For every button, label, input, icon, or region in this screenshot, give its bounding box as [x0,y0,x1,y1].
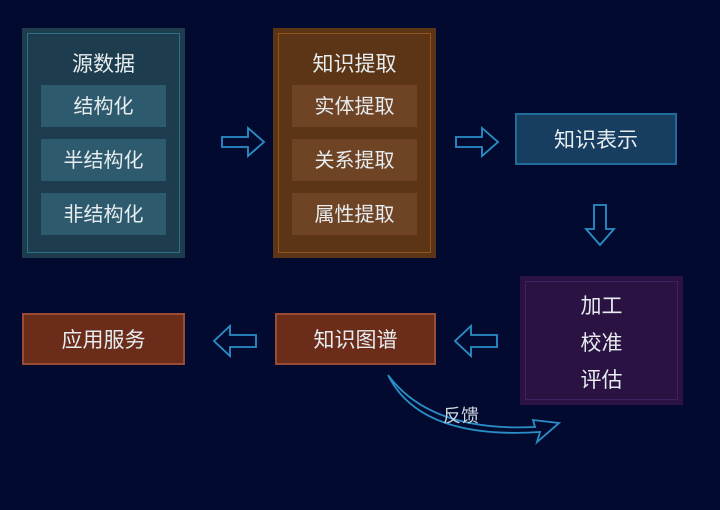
knowledge-extraction-group: 知识提取 实体提取 关系提取 属性提取 [273,28,436,258]
knowledge-graph-box: 知识图谱 [275,313,436,365]
extraction-item-relation: 关系提取 [292,139,417,181]
feedback-label: 反馈 [443,406,479,427]
application-label: 应用服务 [61,328,146,352]
arrow-right-icon [221,126,266,158]
arrow-right-icon [455,126,500,158]
arrow-left-icon [453,323,498,359]
extraction-item-entity: 实体提取 [292,85,417,127]
processing-line-2: 校准 [580,331,623,355]
knowledge-representation-box: 知识表示 [515,113,677,165]
arrow-left-icon [212,323,257,359]
processing-line-1: 加工 [580,294,623,318]
source-data-title: 源数据 [72,52,135,76]
feedback-curved-arrow-icon [387,374,562,445]
processing-line-3: 评估 [580,368,623,392]
source-item-structured: 结构化 [41,85,166,127]
arrow-down-icon [584,204,616,247]
graph-label: 知识图谱 [313,328,398,352]
processing-box: 加工 校准 评估 [520,276,683,405]
extraction-item-attribute: 属性提取 [292,193,417,235]
source-item-unstructured: 非结构化 [41,193,166,235]
extraction-title: 知识提取 [312,52,397,76]
representation-label: 知识表示 [554,128,638,152]
source-data-group: 源数据 结构化 半结构化 非结构化 [22,28,185,258]
source-item-semi-structured: 半结构化 [41,139,166,181]
application-service-box: 应用服务 [22,313,185,365]
